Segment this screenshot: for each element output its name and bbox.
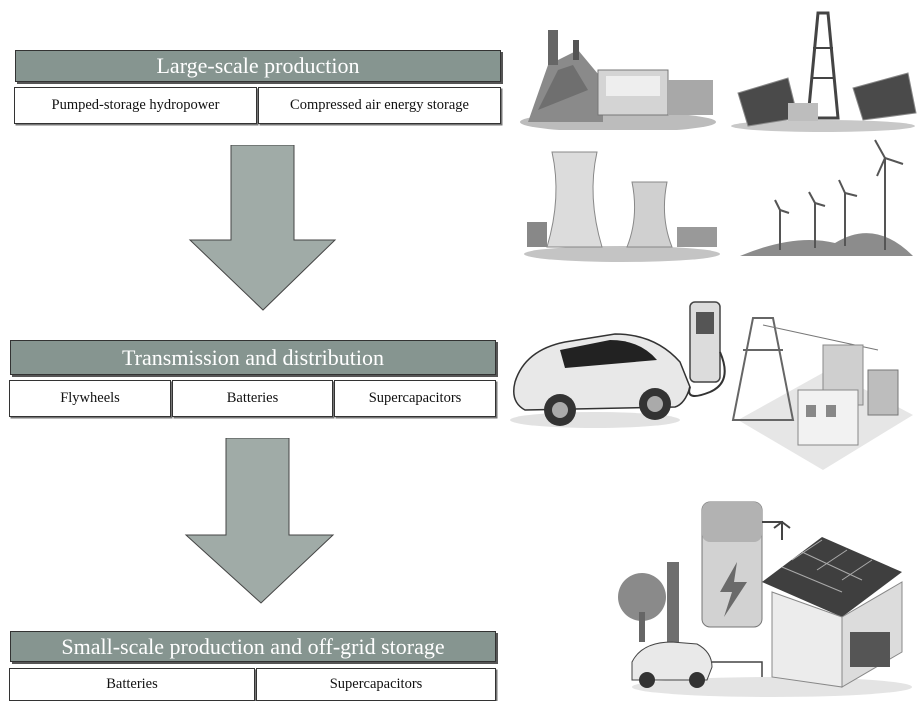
tier3-title: Small-scale production and off-grid stor… <box>10 631 496 662</box>
down-arrow-2 <box>184 438 335 604</box>
tier2-title: Transmission and distribution <box>10 340 496 375</box>
solar-house-battery-icon <box>618 501 912 697</box>
tier2-item-flywheels: Flywheels <box>9 380 171 417</box>
tier3-item-batteries: Batteries <box>9 668 255 701</box>
power-grid-substation-icon <box>731 317 913 470</box>
tier3-item-supercapacitors: Supercapacitors <box>256 668 496 701</box>
solar-and-tower-icon <box>731 11 917 132</box>
hydropower-dam-icon <box>520 30 716 130</box>
tier2-item-batteries: Batteries <box>172 380 333 417</box>
cooling-towers-icon <box>524 151 720 262</box>
tier2-item-supercapacitors: Supercapacitors <box>334 380 496 417</box>
tier1-item-compressed-air: Compressed air energy storage <box>258 87 501 124</box>
ev-charging-car-icon <box>510 301 726 428</box>
tier1-item-pumped-storage: Pumped-storage hydropower <box>14 87 257 124</box>
down-arrow-1 <box>188 145 337 311</box>
tier1-title: Large-scale production <box>15 50 501 82</box>
wind-turbines-icon <box>740 139 913 256</box>
